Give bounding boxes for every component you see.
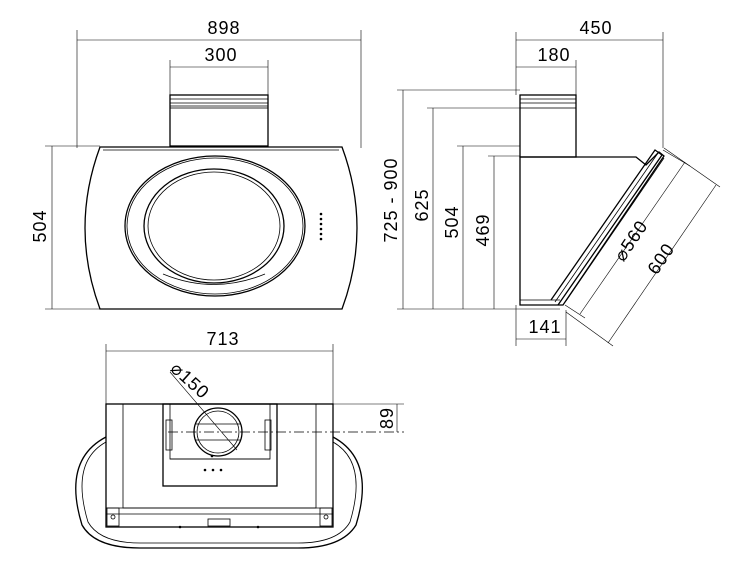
dim-504-front: 504 (30, 145, 100, 310)
dim-504-side-label: 504 (442, 205, 462, 238)
dim-bottom-depth-label: 141 (528, 317, 561, 337)
front-view: 898 300 504 (30, 18, 362, 310)
dim-chimney-depth-label: 180 (537, 45, 570, 65)
dim-180: 180 (516, 45, 577, 95)
dim-outlet-offset-label: 89 (377, 407, 397, 429)
side-view: 450 180 725 - 900 625 504 469 (381, 18, 721, 347)
dim-outlet-diameter-label: ⌀150 (167, 358, 214, 403)
dim-overall-depth-label: 450 (579, 18, 612, 38)
dim-469-label: 469 (473, 213, 493, 246)
side-chimney (519, 94, 577, 158)
dim-panel-length-label: 600 (643, 239, 678, 278)
control-buttons-icon (319, 212, 323, 241)
front-body (84, 146, 358, 310)
dim-713: 713 (105, 329, 334, 404)
dim-600: 600 (565, 147, 721, 347)
dim-625: 625 (412, 107, 520, 309)
dim-89: 89 (168, 403, 404, 433)
dim-898: 898 (76, 18, 362, 148)
dim-725-900: 725 - 900 (381, 89, 520, 309)
bottom-outline: ⌀150 (75, 358, 363, 549)
dim-bottom-width-label: 713 (206, 329, 239, 349)
dim-panel-diameter-label: ⌀560 (610, 216, 652, 264)
front-chimney (169, 94, 269, 147)
dim-height-range-label: 725 - 900 (381, 157, 401, 242)
dim-504-side: 504 (442, 145, 520, 309)
dim-141: 141 (515, 305, 567, 346)
dim-300: 300 (169, 45, 269, 95)
dim-560: ⌀560 (564, 149, 691, 319)
dim-625-label: 625 (412, 188, 432, 221)
dim-overall-width-label: 898 (207, 18, 240, 38)
side-body (519, 149, 665, 306)
dim-469: 469 (473, 155, 520, 309)
dim-chimney-width-label: 300 (204, 45, 237, 65)
dim-450: 450 (515, 18, 664, 148)
bottom-view: 713 89 ⌀150 (75, 329, 404, 549)
dim-body-height-label: 504 (30, 209, 50, 242)
